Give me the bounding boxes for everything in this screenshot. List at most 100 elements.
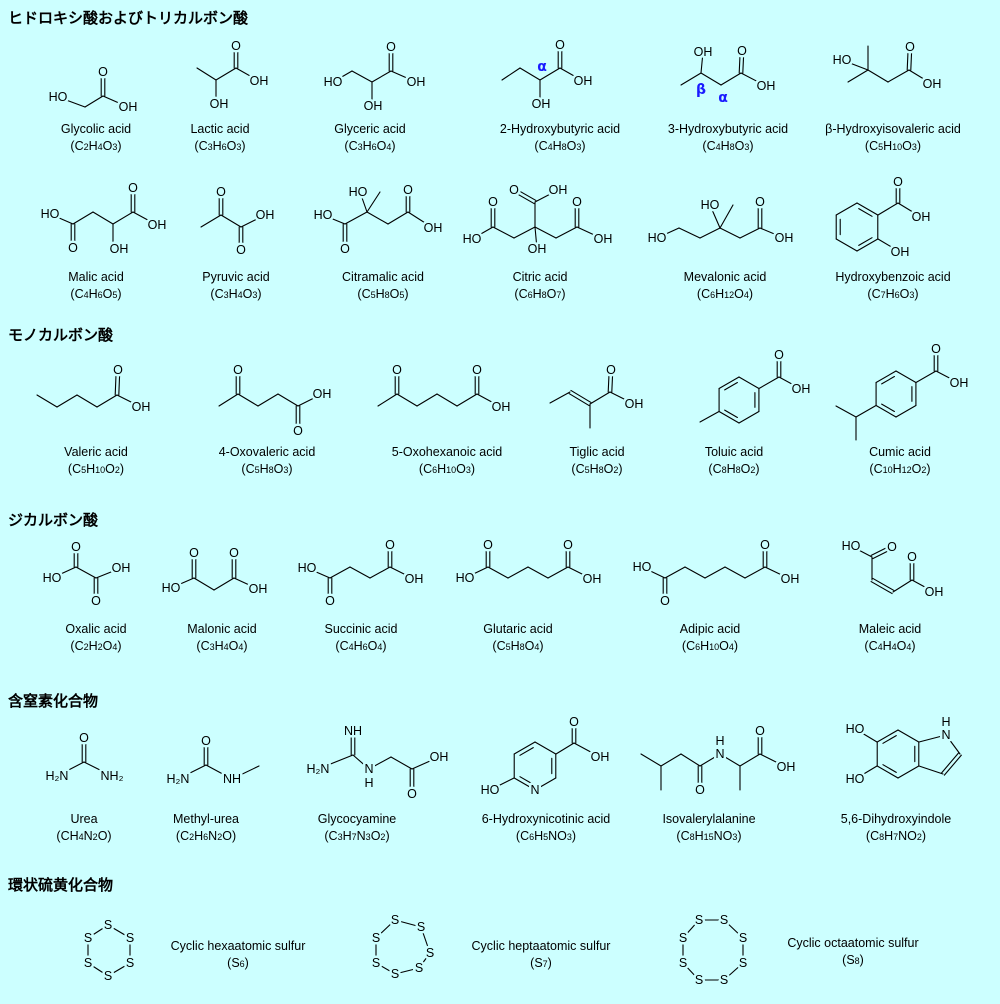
molecular-formula: (C6H12O4): [697, 287, 753, 301]
atom-label: O: [216, 185, 226, 199]
single-bond: [170, 577, 195, 589]
single-bond: [719, 753, 741, 767]
single-bond: [233, 577, 259, 590]
ring-double-bond: [881, 403, 895, 413]
single-bond: [84, 95, 104, 108]
atom-label: H: [715, 734, 724, 748]
single-bond: [237, 393, 259, 407]
compound-name: Isovalerylalanine: [662, 812, 755, 826]
single-bond: [368, 756, 392, 770]
compound-name: Lactic acid: [190, 122, 249, 136]
double-bond: [607, 369, 610, 393]
atom-label: O: [695, 783, 705, 797]
single-bond: [390, 70, 417, 83]
atom-label: O: [760, 538, 770, 552]
compound-name: Adipic acid: [680, 622, 740, 636]
single-bond: [132, 211, 158, 226]
single-bond: [534, 777, 557, 791]
double-bond: [870, 544, 892, 556]
ring-double-bond: [519, 776, 534, 785]
atom-label: OH: [950, 376, 969, 390]
single-bond: [394, 967, 420, 975]
single-bond: [720, 72, 742, 86]
double-bond: [738, 50, 741, 74]
ring-double-bond: [881, 375, 895, 385]
atom-label: HO: [633, 560, 652, 574]
single-bond: [218, 393, 239, 407]
single-bond: [352, 754, 370, 770]
single-bond: [841, 59, 869, 71]
single-bond: [387, 211, 409, 225]
ring-double-bond: [519, 747, 534, 756]
atom-label: S: [695, 913, 703, 927]
atom-label: H: [364, 776, 373, 790]
atom-label: O: [755, 195, 765, 209]
single-bond: [396, 393, 418, 407]
atom-label: O: [483, 538, 493, 552]
atom-label: O: [905, 40, 915, 54]
atom-label: H₂N: [307, 762, 330, 776]
single-bond: [344, 211, 368, 225]
molecular-formula: (C3H4O4): [196, 639, 247, 653]
single-bond: [739, 753, 761, 767]
atom-label: O: [98, 65, 108, 79]
atom-label: S: [720, 973, 728, 987]
atom-label: OH: [148, 218, 167, 232]
molecular-formula: (C2H6N2O): [176, 829, 236, 843]
atom-label: NH₂: [101, 769, 124, 783]
single-bond: [719, 227, 741, 239]
single-bond: [641, 566, 666, 579]
single-bond: [72, 211, 94, 225]
single-bond: [257, 393, 279, 407]
carbon-position-marker: β: [696, 82, 706, 98]
atom-label: O: [555, 38, 565, 52]
single-bond: [112, 211, 134, 225]
atom-label: S: [739, 956, 747, 970]
atom-label: OH: [694, 45, 713, 59]
single-bond: [332, 70, 353, 83]
atom-label: OH: [777, 760, 796, 774]
atom-label: S: [720, 913, 728, 927]
single-bond: [609, 391, 635, 405]
single-bond: [835, 405, 857, 418]
single-bond: [850, 545, 873, 558]
atom-label: S: [417, 920, 425, 934]
single-bond: [418, 952, 431, 969]
single-bond: [375, 962, 396, 975]
molecular-formula: (CH4N2O): [56, 829, 111, 843]
atom-label: O: [569, 715, 579, 729]
section-heading-monocarboxylic: モノカルボン酸: [8, 326, 114, 344]
single-bond: [507, 566, 529, 579]
ring-bond: [875, 404, 897, 418]
single-bond: [390, 756, 413, 770]
molecular-formula: (C5H8O5): [357, 287, 408, 301]
ring-double-bond: [882, 735, 897, 744]
single-bond: [547, 566, 569, 579]
atom-label: OH: [549, 183, 568, 197]
single-bond: [549, 391, 571, 404]
ring-bond: [718, 410, 740, 424]
single-bond: [897, 202, 922, 218]
double-bond: [742, 50, 745, 74]
atom-label: HO: [43, 571, 62, 585]
ring-bond: [718, 376, 740, 390]
single-bond: [57, 96, 86, 108]
single-bond: [856, 729, 878, 743]
structure: OOH: [835, 340, 971, 441]
compound-name: Toluic acid: [705, 445, 763, 459]
atom-label: O: [189, 546, 199, 560]
atom-label: S: [391, 913, 399, 927]
single-bond: [519, 67, 541, 81]
single-bond: [371, 70, 392, 83]
carbon-position-marker: α: [537, 59, 547, 75]
atom-label: O: [563, 538, 573, 552]
atom-label: O: [340, 242, 350, 256]
